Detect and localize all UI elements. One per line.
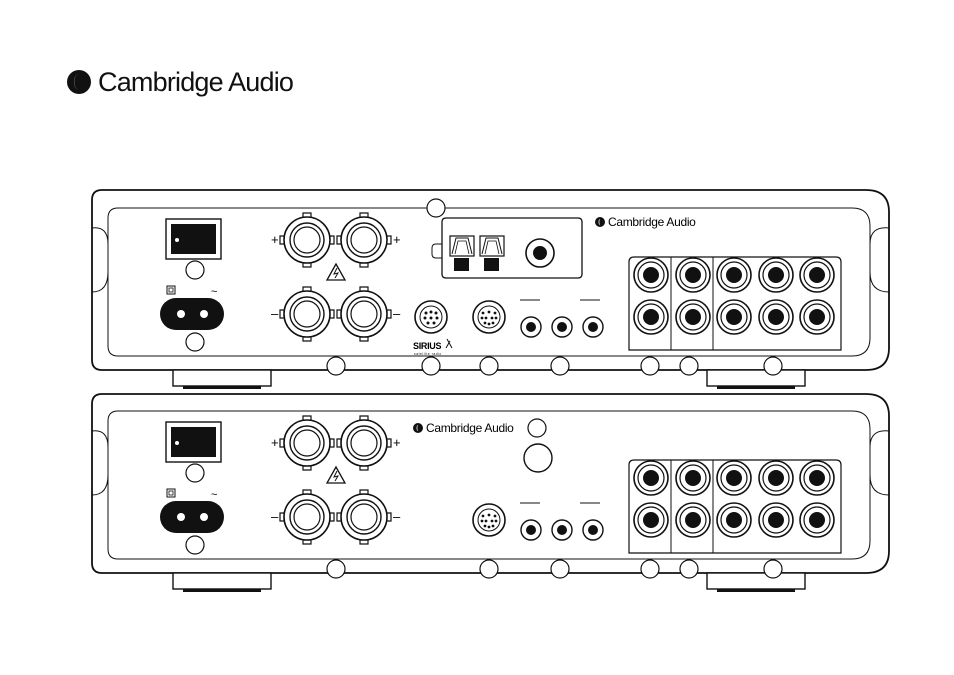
panel-brand-name: Cambridge Audio <box>608 215 696 229</box>
callout-marker <box>680 560 698 578</box>
rca-socket[interactable] <box>800 300 834 334</box>
control-jack[interactable] <box>583 520 603 540</box>
top-unit: ~ + + – – <box>92 190 889 389</box>
speaker-plus-right: + <box>393 435 401 450</box>
control-jack[interactable] <box>583 317 603 337</box>
control-jack[interactable] <box>552 317 572 337</box>
rca-socket[interactable] <box>634 461 668 495</box>
speaker-minus-left: – <box>271 509 279 524</box>
callout-marker <box>764 560 782 578</box>
panel-logo-icon <box>413 423 423 433</box>
callout-marker <box>327 357 345 375</box>
callout-marker <box>528 419 546 437</box>
rca-socket[interactable] <box>800 461 834 495</box>
rca-socket[interactable] <box>634 300 668 334</box>
rca-socket[interactable] <box>676 503 710 537</box>
iec-power-inlet[interactable] <box>160 501 224 533</box>
speaker-terminal[interactable] <box>280 416 334 470</box>
control-jack[interactable] <box>521 520 541 540</box>
speaker-plus-right: + <box>393 232 401 247</box>
bottom-unit: ~ + + – – Cambridge Audio <box>92 394 889 592</box>
callout-marker <box>551 560 569 578</box>
dock-connector-module <box>432 218 582 278</box>
speaker-plus-left: + <box>271 232 279 247</box>
rca-socket[interactable] <box>759 461 793 495</box>
rca-socket[interactable] <box>676 258 710 292</box>
rca-socket[interactable] <box>717 503 751 537</box>
speaker-terminal[interactable] <box>337 213 391 267</box>
speaker-plus-left: + <box>271 435 279 450</box>
rca-socket[interactable] <box>717 258 751 292</box>
callout-marker <box>186 536 204 554</box>
rca-socket[interactable] <box>676 300 710 334</box>
speaker-minus-right: – <box>393 306 401 321</box>
rca-socket[interactable] <box>634 258 668 292</box>
control-bus-connector[interactable] <box>473 301 505 333</box>
speaker-terminal[interactable] <box>280 213 334 267</box>
rca-socket[interactable] <box>759 300 793 334</box>
callout-marker <box>480 560 498 578</box>
speaker-terminal[interactable] <box>280 490 334 544</box>
sirius-tagline: satellite radio <box>414 352 442 356</box>
callout-marker <box>680 357 698 375</box>
callout-marker <box>480 357 498 375</box>
callout-marker <box>427 199 445 217</box>
rca-socket[interactable] <box>759 503 793 537</box>
shock-warning-icon <box>327 264 345 280</box>
callout-marker <box>186 261 204 279</box>
blanking-plug <box>524 444 552 472</box>
ac-symbol: ~ <box>211 286 217 298</box>
panel-brand-name: Cambridge Audio <box>426 421 514 435</box>
rca-socket[interactable] <box>759 258 793 292</box>
callout-marker <box>186 464 204 482</box>
rca-socket[interactable] <box>717 300 751 334</box>
callout-marker <box>327 560 345 578</box>
speaker-terminal[interactable] <box>337 490 391 544</box>
speaker-terminal[interactable] <box>280 287 334 341</box>
speaker-terminal[interactable] <box>337 416 391 470</box>
panel-logo-icon <box>595 217 605 227</box>
callout-marker <box>551 357 569 375</box>
rca-socket[interactable] <box>676 461 710 495</box>
shock-warning-icon <box>327 467 345 483</box>
speaker-minus-right: – <box>393 509 401 524</box>
sirius-logo: SIRIUS <box>413 341 442 351</box>
callout-marker <box>641 357 659 375</box>
callout-marker <box>764 357 782 375</box>
speaker-terminal[interactable] <box>337 287 391 341</box>
callout-marker <box>186 333 204 351</box>
rca-socket[interactable] <box>800 503 834 537</box>
control-bus-connector[interactable] <box>473 504 505 536</box>
sirius-din-connector[interactable] <box>415 301 447 333</box>
ac-symbol: ~ <box>211 489 217 501</box>
control-jack[interactable] <box>521 317 541 337</box>
rca-socket[interactable] <box>800 258 834 292</box>
callout-marker <box>422 357 440 375</box>
callout-marker <box>641 560 659 578</box>
speaker-minus-left: – <box>271 306 279 321</box>
iec-power-inlet[interactable] <box>160 298 224 330</box>
rca-socket[interactable] <box>634 503 668 537</box>
control-jack[interactable] <box>552 520 572 540</box>
rca-socket[interactable] <box>717 461 751 495</box>
